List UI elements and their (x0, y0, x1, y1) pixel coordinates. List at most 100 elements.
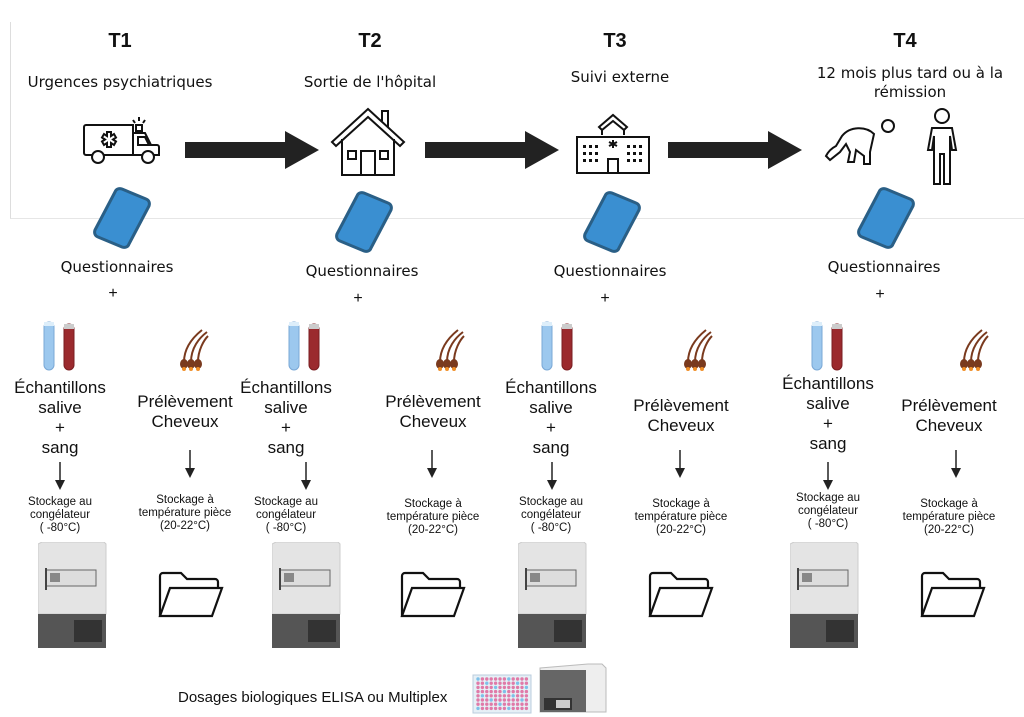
plate-well (480, 706, 485, 711)
label-line: ( -80°C) (39, 522, 81, 534)
plate-well (520, 694, 524, 698)
label-line: température pièce (386, 511, 480, 523)
plate-well (511, 702, 515, 706)
label-line: Stockage à (920, 498, 978, 510)
freezer-storage-label: Stockage au congélateur ( -80°C) (226, 496, 346, 535)
label-line: congélateur (797, 505, 859, 517)
plate-well (524, 706, 529, 711)
plate-well (520, 706, 524, 711)
plate-well (489, 689, 493, 694)
plate-well (498, 694, 502, 698)
plate-well (493, 702, 498, 706)
freezer-icon (518, 542, 587, 648)
plate-well (502, 694, 507, 698)
plate-well (515, 702, 520, 706)
plate-well (498, 689, 502, 694)
label-line: Cheveux (151, 412, 219, 431)
freezer-icon (790, 542, 859, 648)
plate-well (520, 689, 524, 694)
plate-well (520, 702, 524, 706)
plus-sign: + (600, 290, 610, 307)
label-line: Échantillons (240, 378, 332, 397)
hair-sample-label: Prélèvement Cheveux (368, 392, 498, 432)
freezer-storage-label: Stockage au congélateur ( -80°C) (768, 492, 888, 531)
plate-well (498, 685, 502, 690)
folder-icon (648, 571, 714, 618)
sample-tubes-icon (811, 321, 843, 371)
freezer-icon (272, 542, 341, 648)
plate-well (485, 689, 489, 694)
label-line: congélateur (255, 509, 317, 521)
arrow-t1-to-t2 (185, 131, 319, 169)
plate-well (524, 702, 529, 706)
plate-well (502, 689, 507, 694)
plate-well (493, 689, 498, 694)
label-line: + (823, 414, 833, 433)
plate-well (480, 694, 485, 698)
assay-label: Dosages biologiques ELISA ou Multiplex (178, 689, 448, 706)
plate-well (476, 694, 480, 698)
freezer-storage-label: Stockage au congélateur ( -80°C) (0, 496, 120, 535)
label-line: (20-22°C) (160, 520, 210, 532)
label-line: Échantillons (505, 378, 597, 397)
label-line: sang (41, 438, 79, 457)
down-arrow-icon (547, 462, 557, 490)
folder-icon (920, 571, 986, 618)
plate-well (515, 698, 520, 702)
hospital-icon (576, 113, 650, 174)
questionnaire-label-t2: Questionnaires (305, 262, 419, 280)
plate-well (493, 698, 498, 702)
plate-well (485, 694, 489, 698)
plate-well (489, 698, 493, 702)
plate-well (511, 677, 515, 681)
label-line: Prélèvement (385, 392, 481, 411)
plate-well (502, 677, 507, 681)
label-line: (20-22°C) (656, 524, 706, 536)
plate-well (489, 694, 493, 698)
plate-well (476, 706, 480, 711)
sample-tubes-icon (43, 321, 75, 371)
plate-well (485, 698, 489, 702)
plate-well (515, 689, 520, 694)
plate-well (520, 681, 524, 685)
room-temp-storage-label: Stockage à température pièce (20-22°C) (621, 498, 741, 537)
plate-well (476, 677, 480, 681)
down-arrow-icon (301, 462, 311, 490)
elisa-plate-icon (472, 674, 532, 714)
label-line: ( -80°C) (530, 522, 572, 534)
label-line: ( -80°C) (265, 522, 307, 534)
recovery-figures-icon (824, 108, 958, 185)
label-line: Cheveux (647, 416, 715, 435)
plate-well (502, 706, 507, 711)
down-arrow-icon (675, 450, 685, 478)
questionnaire-label-t3: Questionnaires (553, 262, 667, 280)
plate-well (502, 698, 507, 702)
hair-follicle-icon (960, 329, 989, 371)
label-line: Stockage au (796, 492, 860, 504)
label-line: salive (806, 394, 850, 413)
plate-well (485, 706, 489, 711)
plate-well (476, 702, 480, 706)
plate-well (498, 681, 502, 685)
arrow-t2-to-t3 (425, 131, 559, 169)
plate-well (485, 685, 489, 690)
timepoint-t3-label: T3 (603, 30, 627, 52)
label-line: + (55, 418, 65, 437)
plate-well (511, 689, 515, 694)
timepoint-t4-label: T4 (893, 30, 917, 52)
sample-tubes-icon (541, 321, 573, 371)
plate-well (511, 706, 515, 711)
label-line: salive (529, 398, 573, 417)
plate-well (502, 702, 507, 706)
plate-well (498, 702, 502, 706)
folder-icon (158, 571, 224, 618)
plate-well (498, 706, 502, 711)
plate-well (493, 677, 498, 681)
plate-well (515, 685, 520, 690)
label-line: + (281, 418, 291, 437)
label-line: Cheveux (915, 416, 983, 435)
plate-well (511, 698, 515, 702)
blood-saliva-sample-label: Échantillons salive + sang (221, 378, 351, 458)
label-line: + (546, 418, 556, 437)
plate-well (515, 681, 520, 685)
